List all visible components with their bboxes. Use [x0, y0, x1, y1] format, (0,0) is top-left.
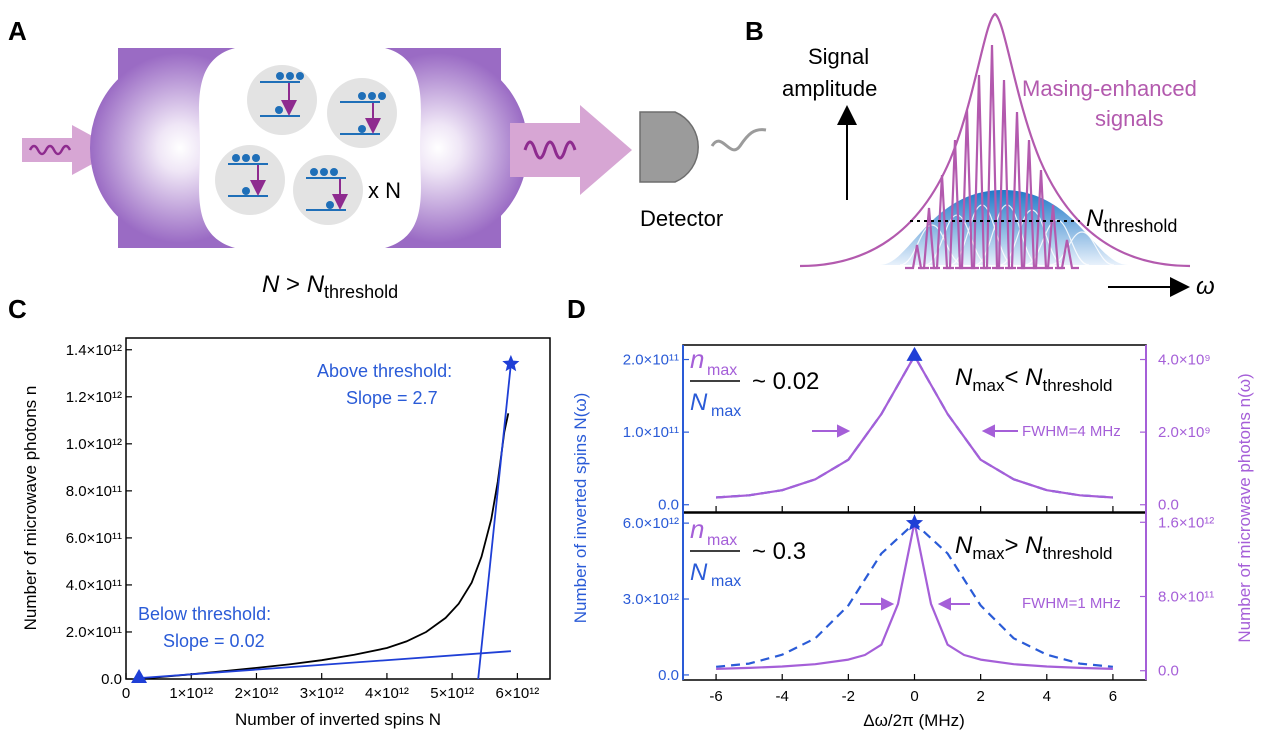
- c-plot-frame: [125, 337, 551, 680]
- c-markers: [131, 354, 520, 684]
- c-series-line-1: [138, 650, 511, 679]
- c-ytick-label: 0.0: [101, 671, 122, 688]
- svg-text:max: max: [711, 573, 741, 590]
- panel-a: A: [8, 16, 767, 302]
- svg-text:max: max: [707, 362, 737, 379]
- b-series-label-2: signals: [1095, 106, 1163, 131]
- b-series-label-1: Masing-enhanced: [1022, 76, 1197, 101]
- d-top-ytick-left-label: 1.0×10¹¹: [623, 424, 679, 441]
- d-xlabel: Δω/2π (MHz): [863, 711, 965, 730]
- d-bottom-xtick-label: 0: [910, 688, 918, 705]
- c-xtick-label: 0: [122, 685, 130, 702]
- c-ytick-label: 6.0×10¹¹: [66, 530, 122, 547]
- d-top-ytick-right-label: 0.0: [1158, 497, 1179, 514]
- d-bottom-fwhm-arrows: [860, 597, 970, 611]
- c-xtick-label: 3×10¹²: [300, 685, 344, 702]
- d-bottom-ytick-left-label: 0.0: [658, 667, 679, 684]
- d-ticks: 0.0 1.0×10¹¹ 2.0×10¹¹ 0.0 2.0×10⁹ 4.0×10⁹ 0.0 3…: [623, 352, 1215, 705]
- d-bottom-ytick-left-label: 3.0×10¹²: [623, 591, 679, 608]
- c-ytick-label: 1.2×10¹²: [66, 389, 122, 406]
- svg-text:max: max: [711, 403, 741, 420]
- c-ytick-label: 8.0×10¹¹: [66, 483, 122, 500]
- spin-system-1: [247, 65, 317, 135]
- b-xaxis-symbol: ω: [1196, 273, 1215, 300]
- svg-text:N: N: [690, 389, 708, 416]
- panel-letter-d: D: [567, 294, 586, 324]
- spin-system-3: [215, 145, 285, 215]
- d-bottom-xtick-label: -6: [709, 688, 722, 705]
- c-xtick-label: 2×10¹²: [235, 685, 279, 702]
- b-yaxis-label-1: Signal: [808, 44, 869, 69]
- d-top-condition: Nmax< Nthreshold: [955, 364, 1112, 395]
- c-ticks: 0 1×10¹² 2×10¹² 3×10¹² 4×10¹² 5×10¹² 6×10¹² 0.0…: [66, 342, 540, 702]
- triangle-marker: [131, 669, 148, 684]
- d-bottom-ratio: n max N max ~ 0.3: [690, 514, 806, 590]
- svg-text:n: n: [690, 344, 704, 374]
- panel-letter-c: C: [8, 294, 27, 324]
- svg-text:max: max: [707, 532, 737, 549]
- c-series-line-2: [477, 363, 512, 680]
- svg-text:~ 0.02: ~ 0.02: [752, 368, 819, 395]
- d-top-fwhm: FWHM=4 MHz: [1022, 423, 1121, 440]
- b-yaxis-label-2: amplitude: [782, 76, 877, 101]
- panel-letter-b: B: [745, 16, 764, 46]
- spin-system-4: [293, 155, 363, 225]
- c-annot-below-2: Slope = 0.02: [163, 631, 265, 651]
- c-xtick-label: 1×10¹²: [169, 685, 213, 702]
- d-ylabel-left: Number of inverted spins N(ω): [571, 393, 590, 624]
- condition-label: N > Nthreshold: [262, 271, 398, 302]
- spin-system-2: [327, 78, 397, 148]
- d-bottom-fwhm: FWHM=1 MHz: [1022, 595, 1121, 612]
- d-top-ytick-left-label: 2.0×10¹¹: [623, 352, 679, 369]
- c-xtick-label: 4×10¹²: [365, 685, 409, 702]
- d-markers: [905, 346, 924, 531]
- d-top-ratio: n max N max ~ 0.02: [690, 344, 819, 420]
- panel-letter-a: A: [8, 16, 27, 46]
- c-annot-above-2: Slope = 2.7: [346, 388, 438, 408]
- c-annot-above-1: Above threshold:: [317, 361, 452, 381]
- star-marker: [502, 354, 520, 372]
- c-series: [138, 363, 512, 680]
- star-marker: [905, 514, 924, 531]
- c-xlabel: Number of inverted spins N: [235, 710, 441, 729]
- detector-label: Detector: [640, 206, 723, 231]
- c-ytick-label: 4.0×10¹¹: [66, 577, 122, 594]
- panel-b: B Signal amplitude ω: [745, 12, 1215, 300]
- d-bottom-ytick-right-label: 8.0×10¹¹: [1158, 589, 1214, 606]
- c-ytick-label: 1.0×10¹²: [66, 436, 122, 453]
- svg-text:n: n: [690, 514, 704, 544]
- d-ylabel-right: Number of microwave photons n(ω): [1235, 373, 1254, 642]
- svg-text:~ 0.3: ~ 0.3: [752, 538, 806, 565]
- d-bottom-condition: Nmax> Nthreshold: [955, 532, 1112, 563]
- c-ytick-label: 2.0×10¹¹: [66, 624, 122, 641]
- b-threshold-label: Nthreshold: [1086, 205, 1177, 236]
- d-bottom-ytick-right-label: 0.0: [1158, 663, 1179, 680]
- d-bottom-xtick-label: -2: [842, 688, 855, 705]
- d-bottom-ytick-left-label: 6.0×10¹²: [623, 515, 679, 532]
- detector-icon: [639, 111, 767, 183]
- output-wave-arrow: [510, 105, 632, 195]
- c-ytick-label: 1.4×10¹²: [66, 342, 122, 359]
- c-xtick-label: 6×10¹²: [495, 685, 539, 702]
- d-bottom-xtick-label: 6: [1109, 688, 1117, 705]
- triangle-marker: [906, 346, 923, 361]
- d-top-ytick-right-label: 2.0×10⁹: [1158, 424, 1211, 441]
- d-top-ytick-right-label: 4.0×10⁹: [1158, 352, 1211, 369]
- c-ylabel: Number of microwave photons n: [21, 386, 40, 631]
- d-bottom-ytick-right-label: 1.6×10¹²: [1158, 514, 1214, 531]
- svg-text:N: N: [690, 559, 708, 586]
- d-top-ytick-left-label: 0.0: [658, 497, 679, 514]
- spin-count-label: x N: [368, 178, 401, 203]
- d-bottom-xtick-label: 4: [1043, 688, 1051, 705]
- panel-d: D 0.01.0×10¹¹2.0×10¹¹0.02.0×10⁹4.0×10⁹0.…: [567, 294, 1254, 730]
- d-bottom-xtick-label: 2: [976, 688, 984, 705]
- b-maser-peaks: [905, 44, 1079, 270]
- d-bottom-xtick-label: -4: [776, 688, 789, 705]
- c-annot-below-1: Below threshold:: [138, 604, 271, 624]
- c-xtick-label: 5×10¹²: [430, 685, 474, 702]
- d-top-fwhm-arrows: [812, 424, 1018, 438]
